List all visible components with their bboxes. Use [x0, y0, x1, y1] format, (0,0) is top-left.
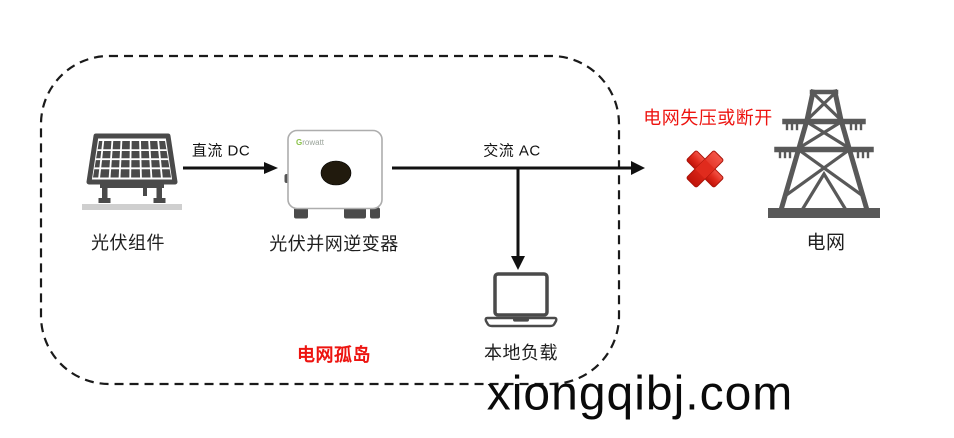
pv-module-label: 光伏组件: [91, 233, 165, 253]
ac-connector-arrows: [392, 161, 645, 270]
island-zone-label: 电网孤岛: [297, 345, 371, 365]
laptop-icon: [484, 272, 558, 328]
transmission-tower-icon: [768, 89, 880, 218]
inverter-label: 光伏并网逆变器: [269, 234, 399, 254]
watermark-text: xiongqibj.com: [486, 367, 794, 421]
local-load-label: 本地负载: [484, 343, 558, 363]
grid-label: 电网: [806, 232, 846, 254]
grid-fault-label: 电网失压或断开: [643, 108, 773, 128]
dc-label: 直流 DC: [191, 142, 251, 160]
inverter-icon: Growatt: [284, 129, 383, 219]
ac-label: 交流 AC: [483, 142, 541, 160]
dc-arrow: [183, 162, 278, 174]
pv-panel-icon: [82, 133, 182, 210]
red-cross-icon: [686, 150, 724, 188]
inverter-brand-text: Growatt: [296, 138, 325, 147]
